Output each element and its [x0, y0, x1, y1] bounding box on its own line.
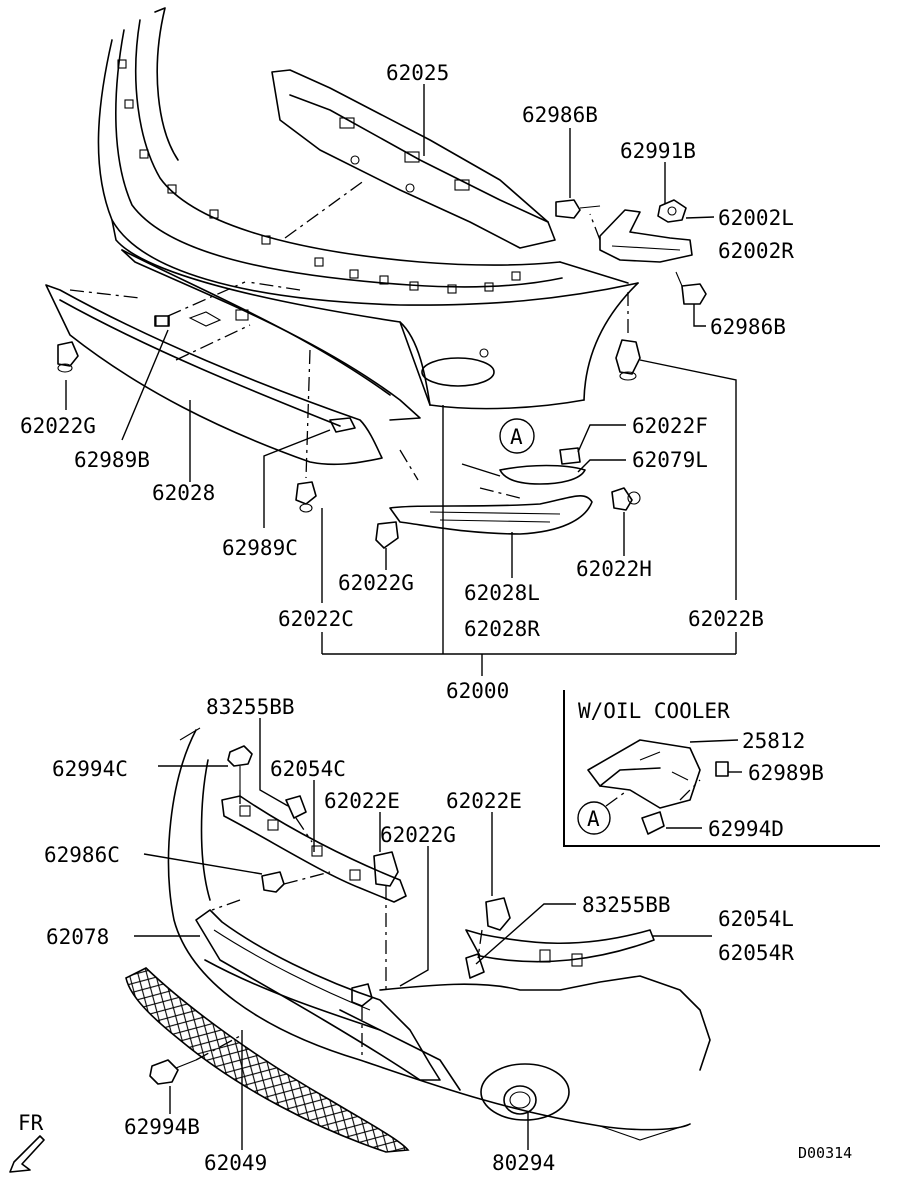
- label-62049: 62049: [204, 1151, 267, 1175]
- label-62054R: 62054R: [718, 941, 794, 965]
- oil-cooler-inset: A: [563, 690, 880, 847]
- label-62989B-box: 62989B: [748, 761, 824, 785]
- foglamp-ring-80294: [503, 1085, 537, 1115]
- label-62986B-top: 62986B: [522, 103, 598, 127]
- label-62028L: 62028L: [464, 581, 540, 605]
- lower-bumper-shell: [167, 727, 711, 1141]
- trim-62079L: [499, 464, 586, 485]
- label-62022C: 62022C: [278, 607, 354, 631]
- label-62000: 62000: [446, 679, 509, 703]
- label-62994D: 62994D: [708, 817, 784, 841]
- diagram-id: D00314: [798, 1144, 852, 1162]
- inset-title: W/OIL COOLER: [578, 699, 730, 723]
- label-62022G-mid: 62022G: [338, 571, 414, 595]
- label-62986B-right: 62986B: [710, 315, 786, 339]
- label-80294: 80294: [492, 1151, 555, 1175]
- leader-lines-upper: [65, 84, 737, 676]
- label-62002L: 62002L: [718, 206, 794, 230]
- label-62022H: 62022H: [576, 557, 652, 581]
- bumper-clip-tabs: [117, 59, 521, 294]
- label-83255BB-top: 83255BB: [206, 695, 295, 719]
- assembly-guides-lower: [195, 790, 483, 1061]
- label-62022G-left: 62022G: [20, 414, 96, 438]
- bumper-absorber: [271, 69, 556, 249]
- label-62002R: 62002R: [718, 239, 794, 263]
- assembly-guides-upper: [69, 179, 629, 499]
- label-62989B: 62989B: [74, 448, 150, 472]
- label-62028R: 62028R: [464, 617, 540, 641]
- label-62025: 62025: [386, 61, 449, 85]
- label-62986C: 62986C: [44, 843, 120, 867]
- label-62078: 62078: [46, 925, 109, 949]
- label-62991B: 62991B: [620, 139, 696, 163]
- label-62022F: 62022F: [632, 414, 708, 438]
- grille-mesh-62049: [125, 967, 410, 1153]
- label-62022B: 62022B: [688, 607, 764, 631]
- label-62022E-2: 62022E: [446, 789, 522, 813]
- garnish-62028L: [389, 494, 593, 535]
- label-62054C: 62054C: [270, 757, 346, 781]
- fastener-set-upper: [57, 199, 707, 549]
- callout-a-main-label: A: [510, 425, 523, 449]
- label-62022G-low: 62022G: [380, 823, 456, 847]
- part-number-labels: 62025 62986B 62991B 62002L 62002R 62986B…: [20, 61, 852, 1175]
- fastener-set-lower: [149, 745, 511, 1085]
- label-62994C: 62994C: [52, 757, 128, 781]
- label-25812: 25812: [742, 729, 805, 753]
- bolt-62994D: [641, 811, 665, 835]
- center-bracket-62054C: [221, 795, 407, 903]
- side-bracket-62054L: [465, 929, 655, 979]
- callout-a-box-label: A: [587, 807, 600, 831]
- label-62994B: 62994B: [124, 1115, 200, 1139]
- reference-callout-a-main: A: [461, 418, 535, 477]
- label-62022E-1: 62022E: [324, 789, 400, 813]
- oil-cooler-duct: [587, 739, 701, 809]
- clip-62989B-inset: [715, 761, 729, 777]
- label-62028: 62028: [152, 481, 215, 505]
- front-direction-arrow: FR: [9, 1111, 45, 1173]
- reference-callout-a-box: [577, 801, 611, 835]
- side-bracket: [599, 209, 693, 263]
- label-62079L: 62079L: [632, 448, 708, 472]
- lower-undercover: [45, 249, 421, 466]
- label-62989C: 62989C: [222, 536, 298, 560]
- label-83255BB-low: 83255BB: [582, 893, 671, 917]
- front-bumper-face: [97, 7, 639, 410]
- label-62054L: 62054L: [718, 907, 794, 931]
- leader-lines-lower: [134, 718, 712, 1150]
- fr-label: FR: [18, 1111, 44, 1135]
